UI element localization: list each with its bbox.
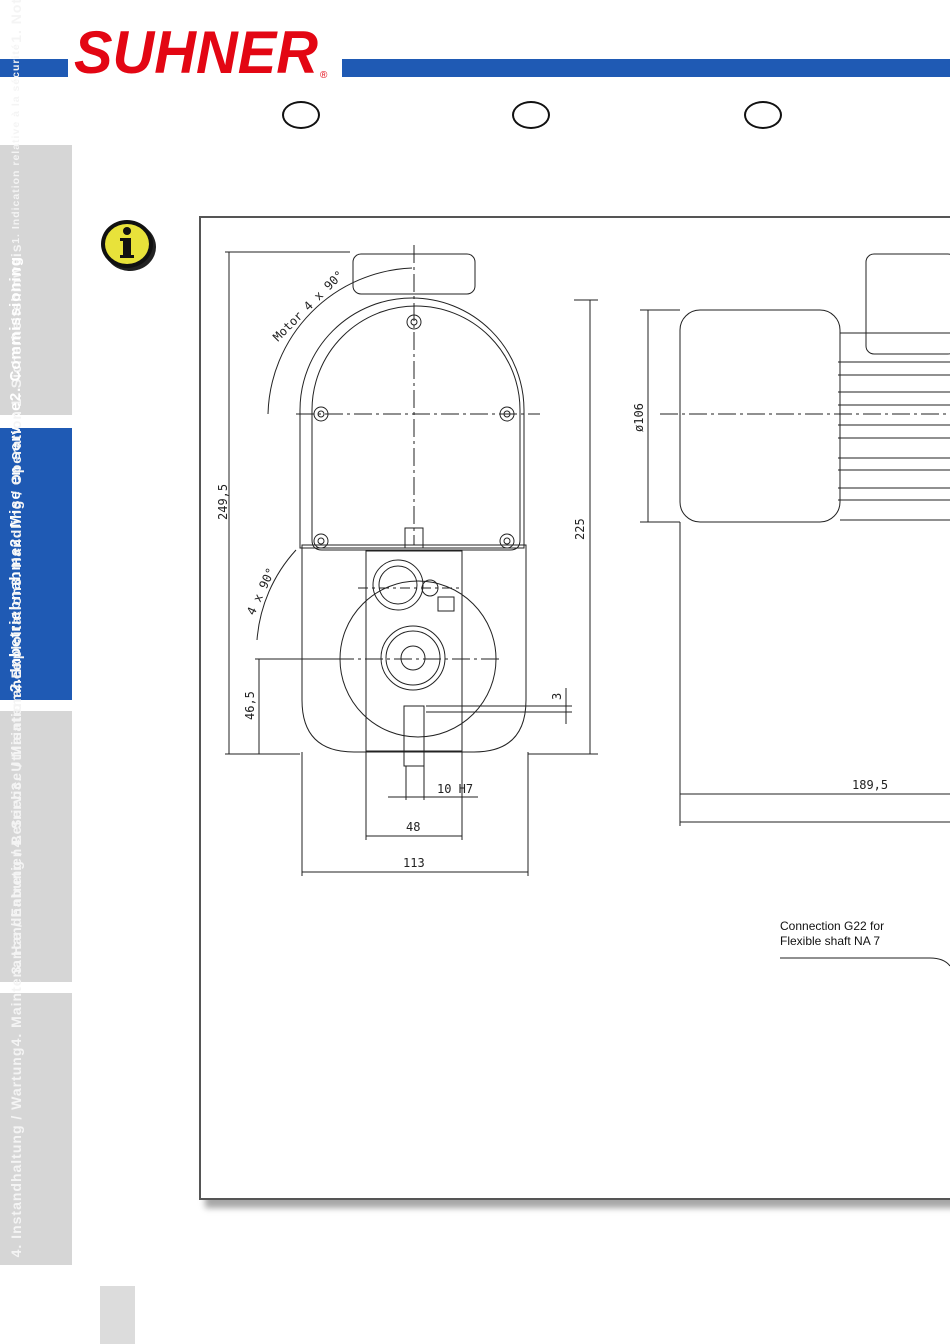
connection-note-line1: Connection G22 for: [780, 919, 885, 933]
tab-operation[interactable]: 3. Handhabung / Betrieb 3. Utilisation /…: [0, 410, 72, 982]
tab-maintenance[interactable]: 4. Instandhaltung / Wartung 4. Maintenan…: [0, 662, 72, 1265]
header-band-left: [0, 59, 68, 77]
technical-drawing-frame: [199, 216, 950, 1200]
dim-motor-angle: Motor 4 x 90°: [270, 268, 346, 344]
tab-safety[interactable]: 1. Sicherheitshinweis 1. Indication rela…: [0, 0, 72, 415]
dim-diameter: ø106: [632, 403, 646, 432]
dim-total-height: 249,5: [216, 484, 230, 520]
dim-height-225: 225: [573, 518, 587, 540]
technical-drawing: Motor 4 x 90° 4 x 90° 249,5 225 46,5 3 1…: [216, 245, 950, 967]
connection-note: Connection G22 for Flexible shaft NA 7: [780, 919, 884, 949]
dim-length: 189,5: [852, 778, 888, 792]
dim-angle: 4 x 90°: [244, 566, 278, 618]
connection-note-line2: Flexible shaft NA 7: [780, 934, 881, 948]
dim-48: 48: [406, 820, 420, 834]
header-band-right: [342, 59, 950, 77]
dim-bore: 10 H7: [437, 782, 473, 796]
dim-113: 113: [403, 856, 425, 870]
dim-3: 3: [550, 693, 564, 700]
registered-mark: ®: [320, 70, 328, 81]
info-icon: [101, 220, 156, 271]
page-number-box: [100, 1286, 135, 1344]
dim-46-5: 46,5: [243, 691, 257, 720]
language-circle-de: [282, 101, 320, 129]
language-circle-en: [744, 101, 782, 129]
tab-commissioning[interactable]: 2. Inbetriebnahme 2. Mise en service 2. …: [0, 256, 72, 700]
suhner-logo: SUHNER ®: [74, 20, 328, 82]
language-circle-fr: [512, 101, 550, 129]
logo-text: SUHNER: [74, 20, 318, 82]
